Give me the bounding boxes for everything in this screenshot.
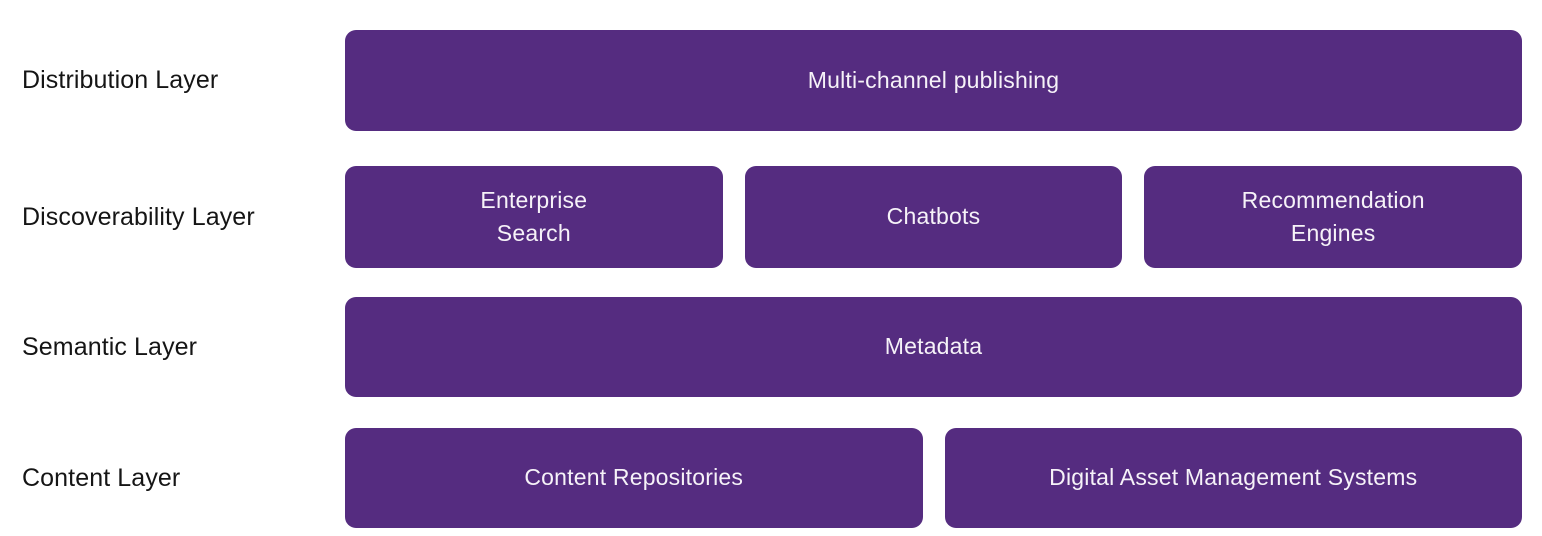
node-enterprise-search[interactable]: Enterprise Search: [345, 166, 723, 269]
layer-boxes-discoverability: Enterprise Search Chatbots Recommendatio…: [345, 166, 1542, 269]
layer-boxes-distribution: Multi-channel publishing: [345, 30, 1542, 131]
node-chatbots[interactable]: Chatbots: [744, 166, 1123, 269]
layer-boxes-content: Content Repositories Digital Asset Manag…: [345, 428, 1542, 529]
layer-label-content: Content Layer: [22, 463, 181, 492]
layer-row-discoverability: Discoverability Layer Enterprise Search …: [0, 143, 1542, 274]
layer-row-content: Content Layer Content Repositories Digit…: [0, 403, 1542, 536]
layer-row-distribution: Distribution Layer Multi-channel publish…: [0, 0, 1542, 143]
layer-label-discoverability: Discoverability Layer: [22, 202, 255, 231]
layer-row-semantic: Semantic Layer Metadata: [0, 274, 1542, 403]
node-recommendation-engines[interactable]: Recommendation Engines: [1144, 166, 1523, 269]
layer-boxes-semantic: Metadata: [345, 296, 1542, 397]
node-metadata[interactable]: Metadata: [345, 296, 1522, 397]
layer-label-distribution: Distribution Layer: [22, 66, 219, 95]
node-multi-channel-publishing[interactable]: Multi-channel publishing: [345, 30, 1522, 131]
node-content-repositories[interactable]: Content Repositories: [345, 428, 923, 529]
layer-label-semantic: Semantic Layer: [22, 332, 198, 361]
node-digital-asset-management-systems[interactable]: Digital Asset Management Systems: [944, 428, 1522, 529]
